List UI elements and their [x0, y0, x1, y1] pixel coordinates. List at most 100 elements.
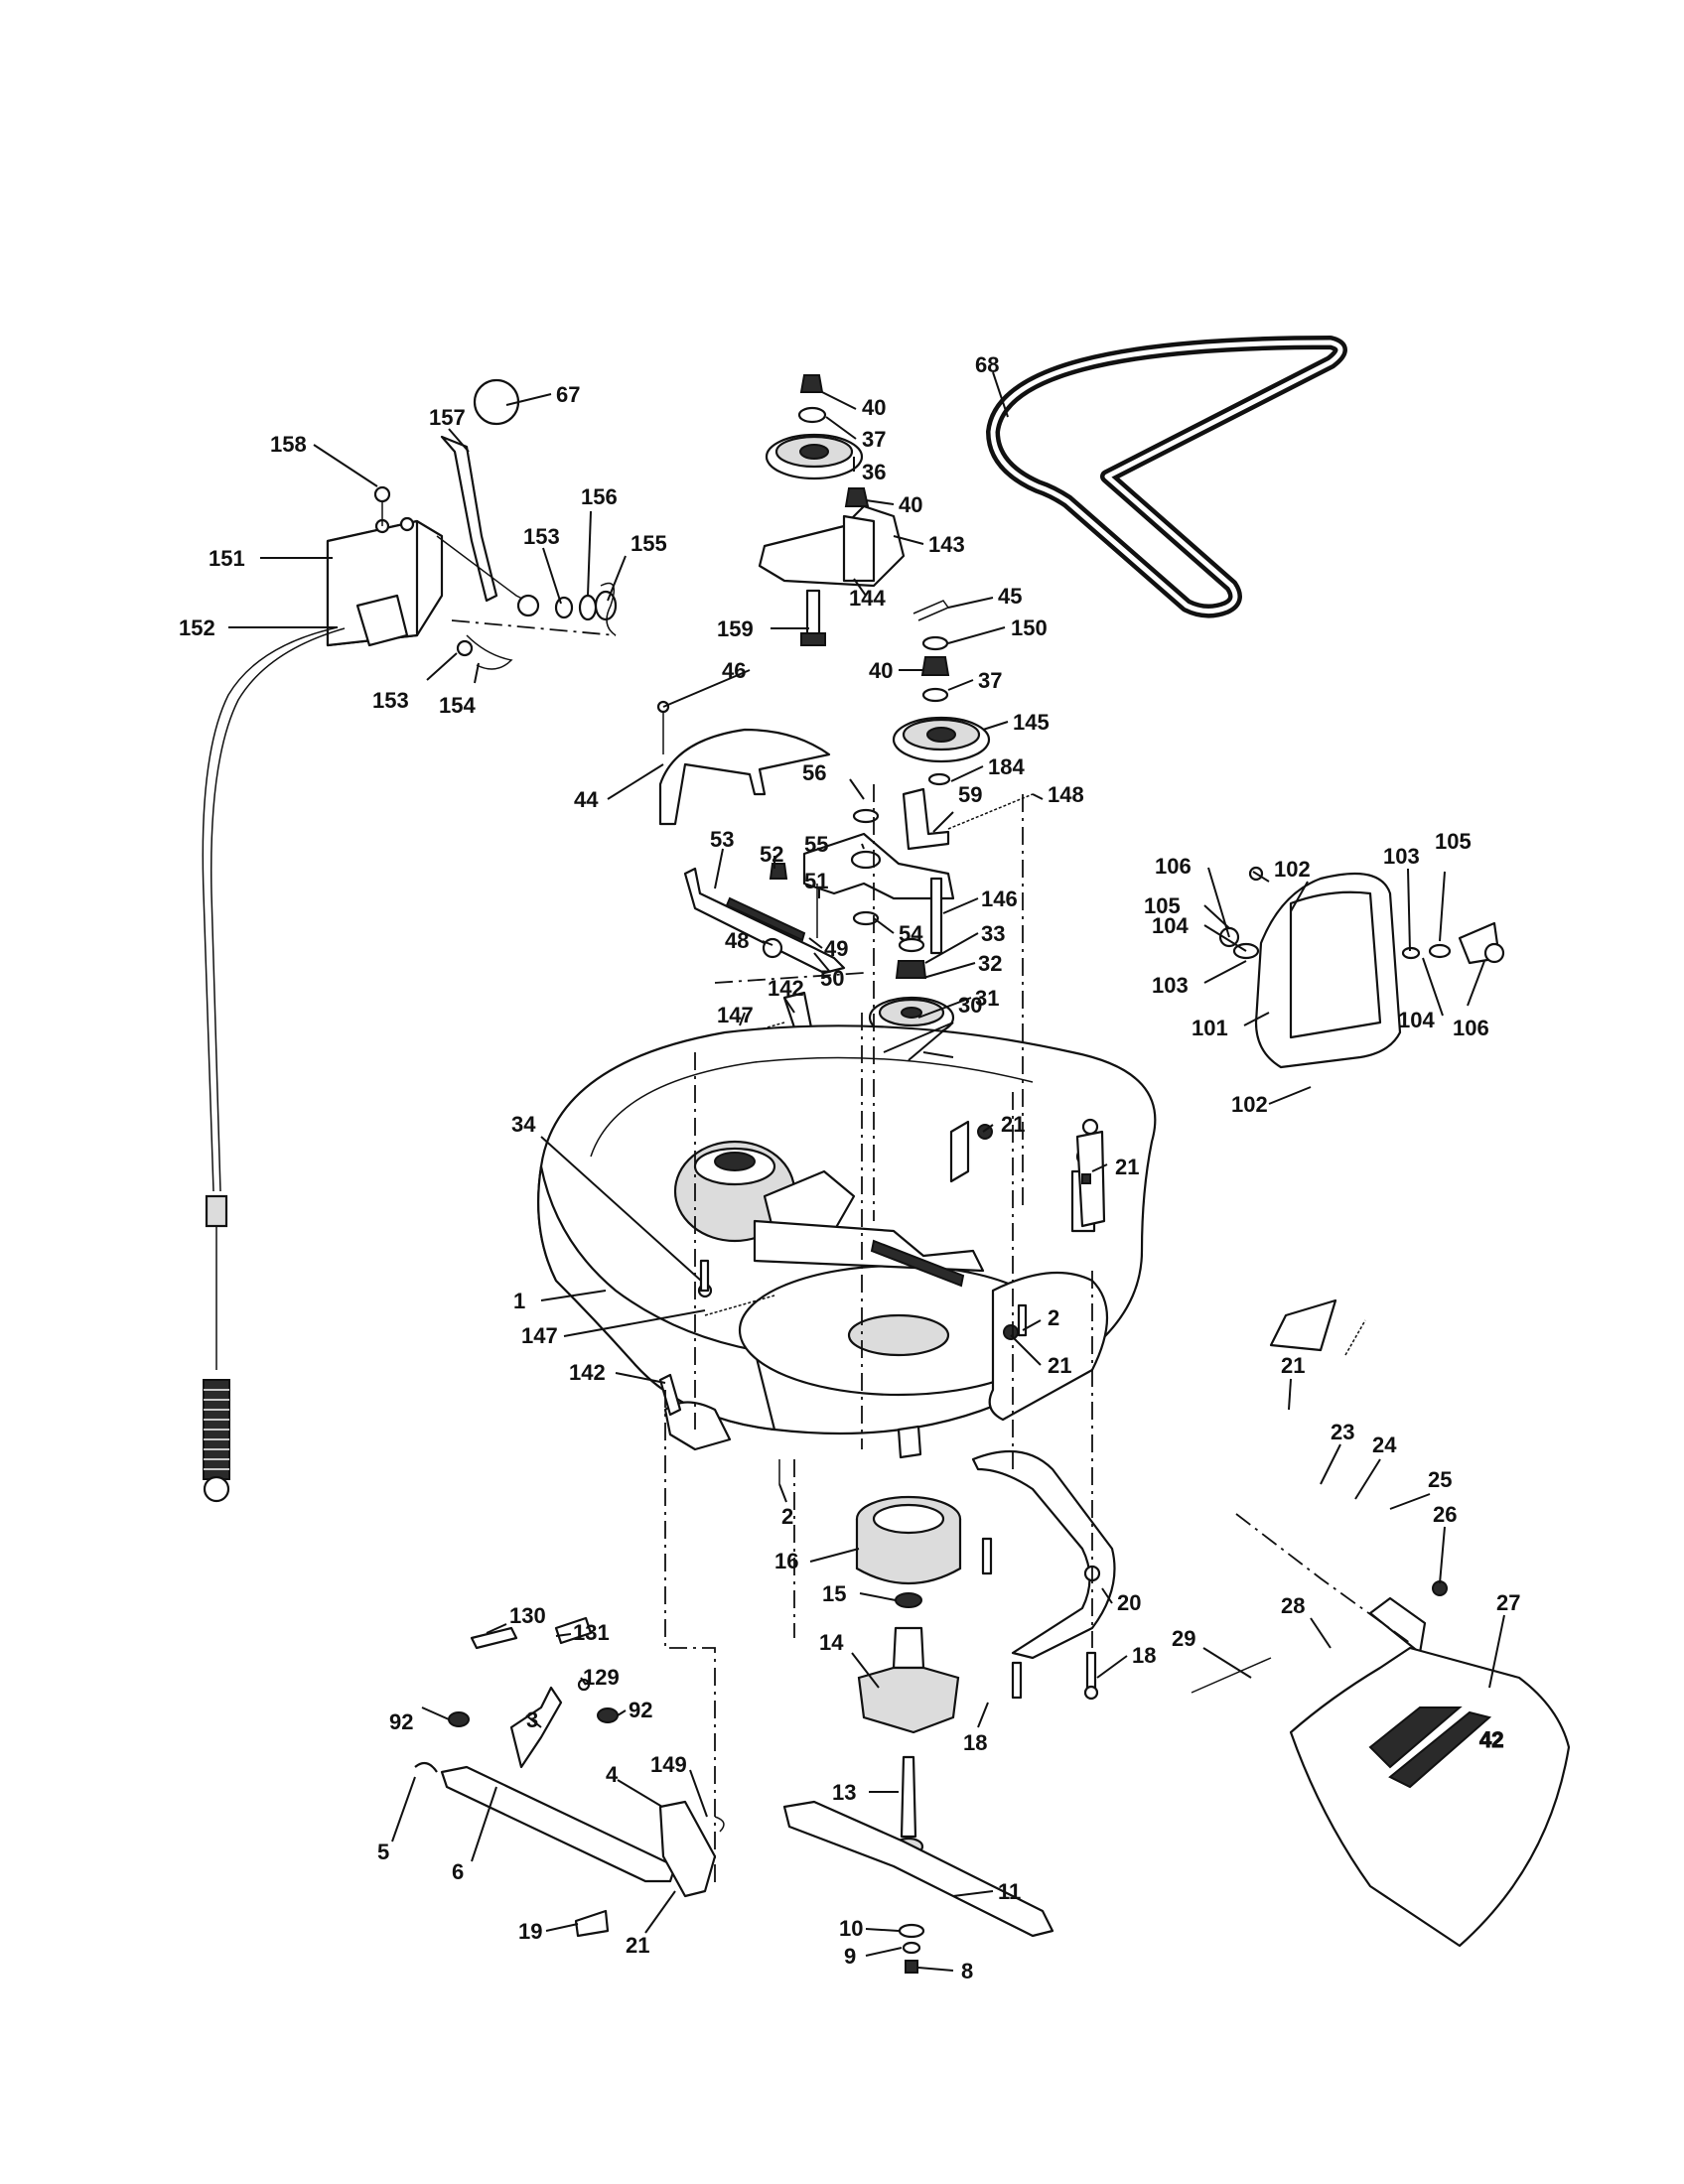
callout-31: 31 — [975, 986, 999, 1011]
deflector-decal-text: 42 — [1479, 1727, 1503, 1752]
callout-2-lower: 2 — [781, 1504, 793, 1529]
callout-9: 9 — [844, 1944, 856, 1969]
callout-15: 15 — [822, 1581, 846, 1606]
callout-21-mid: 21 — [1048, 1353, 1071, 1378]
callout-10: 10 — [839, 1916, 863, 1941]
callout-106-right: 106 — [1453, 1016, 1489, 1040]
callout-37-top: 37 — [862, 427, 886, 452]
mower-blade — [782, 1800, 1054, 1974]
pivot-bracket — [683, 863, 846, 975]
idler-pulley-top — [758, 374, 906, 646]
callout-105-right: 105 — [1435, 829, 1472, 854]
lift-lever-assembly — [326, 378, 618, 670]
callout-4: 4 — [606, 1762, 619, 1787]
callout-143: 143 — [928, 532, 965, 557]
callout-147-upper: 147 — [717, 1003, 754, 1027]
callout-130: 130 — [509, 1603, 546, 1628]
callout-55: 55 — [804, 832, 828, 857]
callout-25: 25 — [1428, 1467, 1452, 1492]
callout-142-lower: 142 — [569, 1360, 606, 1385]
discharge-chute: 42 — [1191, 1298, 1571, 1948]
deck-hanger-bracket — [1075, 1118, 1106, 1228]
callout-3: 3 — [526, 1707, 538, 1732]
callout-152: 152 — [179, 615, 215, 640]
callout-159: 159 — [717, 616, 754, 641]
callout-157: 157 — [429, 405, 466, 430]
callout-68: 68 — [975, 352, 999, 377]
callout-6: 6 — [452, 1859, 464, 1884]
callout-8: 8 — [961, 1959, 973, 1983]
mower-deck — [537, 1024, 1157, 1484]
callout-153-lower: 153 — [372, 688, 409, 713]
callout-153-upper: 153 — [523, 524, 560, 549]
callout-67: 67 — [556, 382, 580, 407]
callout-18-right: 18 — [1132, 1643, 1156, 1668]
callout-16: 16 — [774, 1549, 798, 1573]
callout-13: 13 — [832, 1780, 856, 1805]
callout-21-bottom: 21 — [626, 1933, 649, 1958]
belt-guide — [656, 700, 831, 826]
callout-21-far: 21 — [1281, 1353, 1305, 1378]
callout-103-left: 103 — [1152, 973, 1189, 998]
callout-28: 28 — [1281, 1593, 1305, 1618]
callout-2-upper: 2 — [1048, 1305, 1059, 1330]
callout-32: 32 — [978, 951, 1002, 976]
callout-102-bottom: 102 — [1231, 1092, 1268, 1117]
callout-11: 11 — [998, 1879, 1021, 1904]
callout-59: 59 — [958, 782, 982, 807]
callout-131: 131 — [573, 1620, 610, 1645]
callout-53: 53 — [710, 827, 734, 852]
callout-5: 5 — [377, 1840, 389, 1864]
callout-40-top: 40 — [862, 395, 886, 420]
callout-102-top: 102 — [1274, 857, 1311, 882]
callout-14: 14 — [819, 1630, 844, 1655]
callout-92-right: 92 — [629, 1698, 652, 1722]
callout-155: 155 — [631, 531, 667, 556]
callout-106-left: 106 — [1155, 854, 1192, 879]
callout-103-right: 103 — [1383, 844, 1420, 869]
callout-158: 158 — [270, 432, 307, 457]
callout-92-left: 92 — [389, 1709, 413, 1734]
callout-46: 46 — [722, 658, 746, 683]
callout-149: 149 — [650, 1752, 687, 1777]
callout-156: 156 — [581, 484, 618, 509]
callout-154: 154 — [439, 693, 476, 718]
callout-18-left: 18 — [963, 1730, 987, 1755]
callout-45: 45 — [998, 584, 1022, 609]
callout-151: 151 — [209, 546, 245, 571]
callout-21-top: 21 — [1001, 1112, 1025, 1137]
callout-129: 129 — [583, 1665, 620, 1690]
callout-1: 1 — [513, 1289, 525, 1313]
callout-146: 146 — [981, 887, 1018, 911]
drive-belt — [986, 336, 1347, 618]
callout-184: 184 — [988, 754, 1025, 779]
callout-labels: 67 157 158 151 156 153 155 152 153 154 4… — [179, 352, 1520, 1983]
callout-142-upper: 142 — [768, 976, 804, 1001]
callout-23: 23 — [1331, 1420, 1354, 1444]
callout-147-lower: 147 — [521, 1323, 558, 1348]
callout-44: 44 — [574, 787, 599, 812]
callout-101: 101 — [1192, 1016, 1228, 1040]
stabilizer-arm — [971, 1449, 1116, 1701]
callout-19: 19 — [518, 1919, 542, 1944]
callout-leaders — [228, 371, 1505, 1972]
lift-cable — [202, 626, 346, 1503]
assembly-guide-lines — [451, 619, 1411, 1886]
callout-104-right: 104 — [1398, 1008, 1435, 1032]
callout-29: 29 — [1172, 1626, 1195, 1651]
front-hitch-assembly — [414, 1616, 725, 1938]
callout-148: 148 — [1048, 782, 1084, 807]
callout-37-low: 37 — [978, 668, 1002, 693]
idler-bracket — [902, 787, 1034, 851]
callout-34: 34 — [511, 1112, 536, 1137]
callout-50: 50 — [820, 966, 844, 991]
callout-36: 36 — [862, 460, 886, 484]
callout-24: 24 — [1372, 1433, 1397, 1457]
callout-145: 145 — [1013, 710, 1050, 735]
callout-105-left: 105 — [1144, 893, 1181, 918]
callout-33: 33 — [981, 921, 1005, 946]
callout-40-low: 40 — [869, 658, 893, 683]
idler-pulley-stack — [892, 600, 991, 786]
callout-54: 54 — [899, 921, 923, 946]
